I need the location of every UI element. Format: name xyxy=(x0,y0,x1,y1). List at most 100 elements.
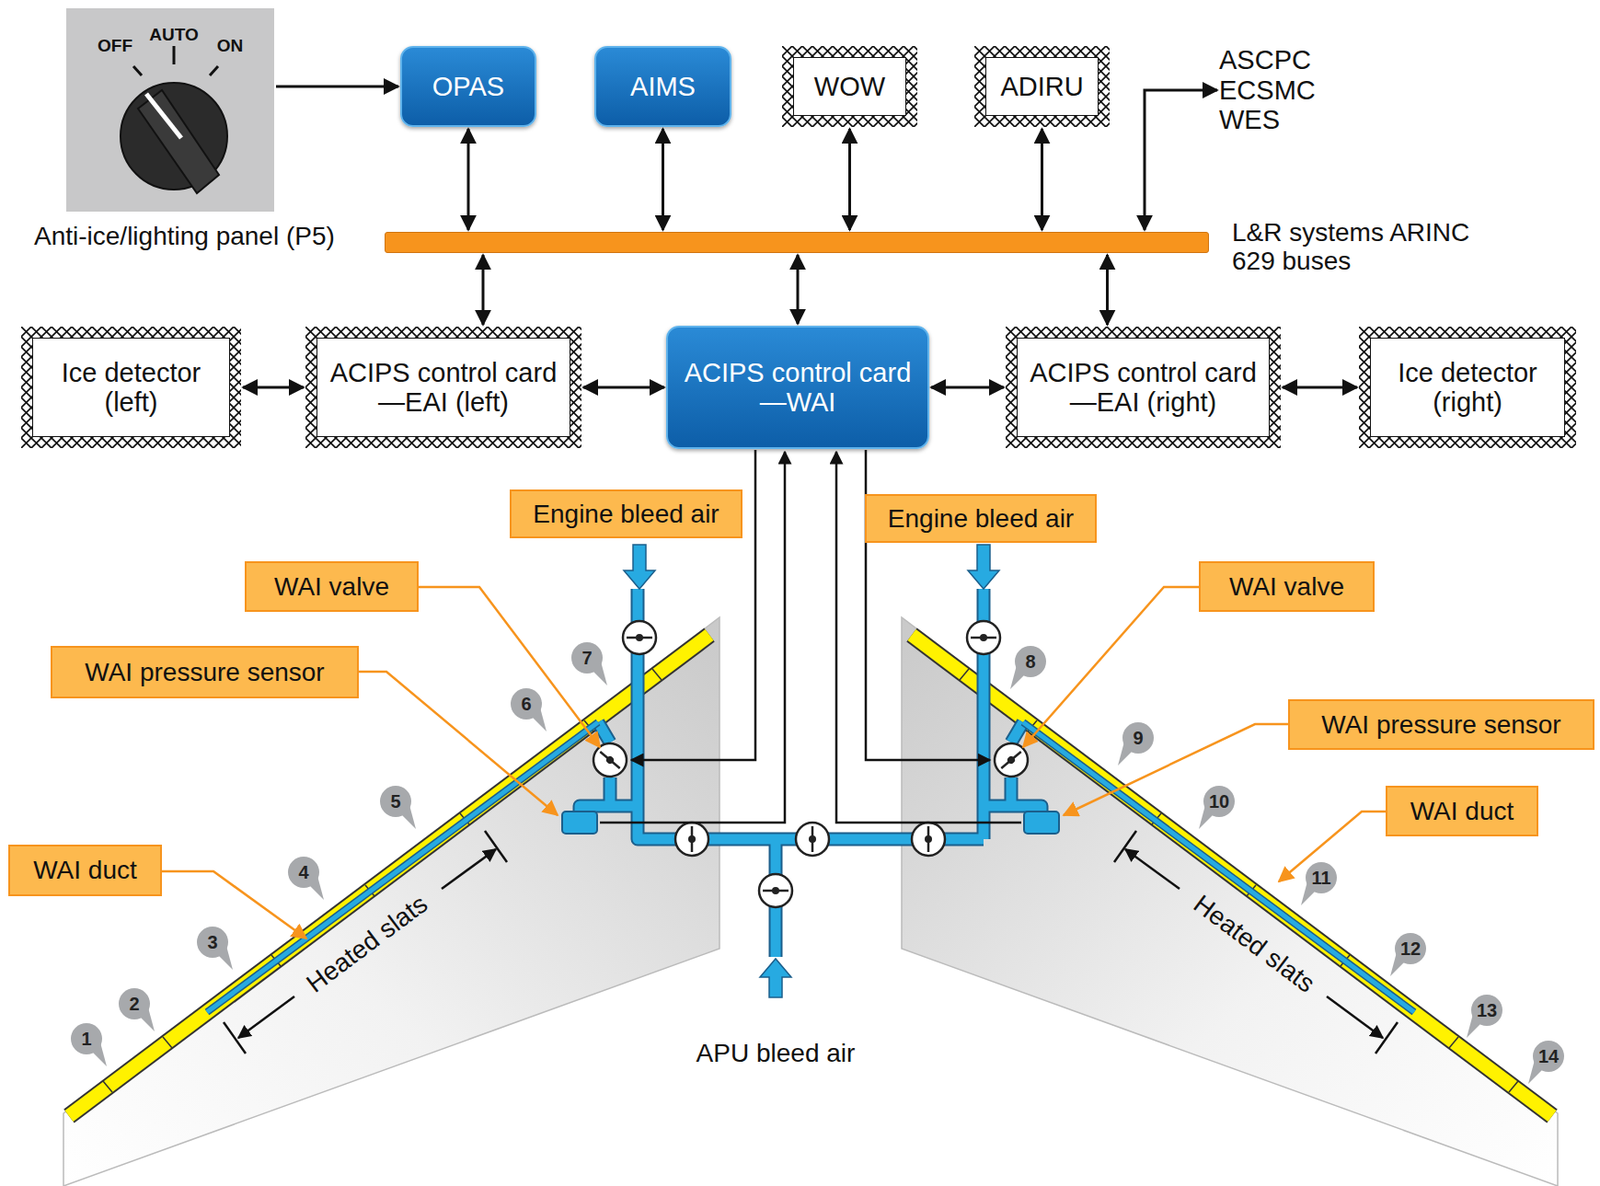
heated-slat-brackets xyxy=(1125,849,1180,889)
bus-label: L&R systems ARINC 629 buses xyxy=(1231,218,1474,277)
callout-bubble xyxy=(70,1023,103,1055)
slat-joint xyxy=(103,1081,113,1093)
callout-number: 3 xyxy=(207,932,218,954)
callout-bubble xyxy=(1532,1040,1565,1072)
slat-joint xyxy=(1449,1036,1459,1048)
callout-box: Engine bleed air xyxy=(864,494,1097,543)
valve-pivot xyxy=(1005,754,1016,765)
valve-pivot xyxy=(688,835,696,843)
slat-joint xyxy=(1508,1081,1519,1093)
valve-body xyxy=(966,621,1001,655)
valves xyxy=(587,621,1036,908)
node-text: WOW xyxy=(814,71,886,102)
callout-bubble xyxy=(571,642,603,674)
callout-number: 7 xyxy=(581,647,592,669)
callout-number: 2 xyxy=(128,993,139,1015)
node-text: ADIRU xyxy=(1000,71,1083,102)
leader-lines xyxy=(418,587,600,748)
node-text: Engine bleed air xyxy=(532,499,719,529)
callout-bubble xyxy=(196,926,229,958)
bleed-ducts xyxy=(207,588,1415,1013)
callout-bubble xyxy=(510,688,542,720)
valve-symbol xyxy=(759,874,793,908)
bus-connector xyxy=(1282,386,1358,390)
bleed-ducts xyxy=(579,588,1042,957)
node-text: WAI valve xyxy=(274,572,390,601)
bus-connector xyxy=(661,128,665,231)
valve-body xyxy=(587,736,634,784)
callout-number: 13 xyxy=(1476,1000,1497,1022)
node-text: Ice detector (left) xyxy=(42,357,220,418)
bus-connector xyxy=(583,386,665,390)
wings xyxy=(69,634,710,1117)
switch-position: AUTO xyxy=(149,24,198,45)
callout-bubble xyxy=(1394,932,1427,965)
callout-bubble xyxy=(379,785,412,818)
node-text: ACIPS control card—EAI (left) xyxy=(326,357,561,418)
callout-bubble xyxy=(118,988,150,1020)
bus-connector xyxy=(848,128,852,231)
callout-number: 9 xyxy=(1132,727,1143,749)
bus-connector xyxy=(242,386,304,390)
bus-connector xyxy=(796,254,800,324)
bleed-arrows xyxy=(623,544,656,589)
callout-box: WAI pressure sensor xyxy=(1288,699,1595,750)
callout-bubble xyxy=(1305,862,1337,894)
slat-joint xyxy=(959,668,969,680)
bleed-ducts xyxy=(579,588,1042,957)
bleed-ducts xyxy=(579,588,1042,957)
bus-connector xyxy=(467,128,471,231)
valve-symbol xyxy=(675,822,709,856)
valve-symbol xyxy=(795,822,829,856)
detector-box: Ice detector (left) xyxy=(21,326,242,449)
heated-slat-brackets xyxy=(238,996,295,1038)
valve-pivot xyxy=(604,754,615,765)
system-box: ADIRU xyxy=(974,46,1110,127)
callout-number: 4 xyxy=(298,862,309,884)
valve-pivot xyxy=(808,835,817,843)
bleed-ducts xyxy=(562,811,598,834)
heated-slat-brackets xyxy=(441,849,496,889)
wings xyxy=(69,634,710,1117)
switch-position: OFF xyxy=(97,35,133,56)
callout-bubble xyxy=(1203,785,1235,818)
valve-pivot xyxy=(924,835,933,843)
node-text: AIMS xyxy=(630,71,696,102)
control-panel xyxy=(146,93,182,139)
detector-box: Ice detector (right) xyxy=(1358,326,1577,449)
valve-symbol xyxy=(966,621,1001,655)
wings xyxy=(63,617,720,1186)
leader-lines xyxy=(1023,587,1199,748)
callout-bubble xyxy=(287,856,320,888)
system-box: OPAS xyxy=(400,46,537,127)
bleed-arrows xyxy=(623,544,1000,998)
valve-disc xyxy=(1001,751,1021,769)
control-card: ACIPS control card—EAI (left) xyxy=(305,326,582,449)
bleed-ducts xyxy=(579,588,1042,957)
callout-number: 8 xyxy=(1024,651,1036,673)
bleed-ducts xyxy=(1024,811,1059,834)
valve-symbol xyxy=(911,822,945,856)
valve-symbol xyxy=(587,736,634,784)
leader-lines xyxy=(161,587,1386,939)
control-panel: OFFAUTOONAnti-ice/lighting panel (P5) xyxy=(66,8,275,212)
callout-number: 14 xyxy=(1538,1046,1559,1068)
callout-number: 11 xyxy=(1311,867,1331,889)
node-text: OPAS xyxy=(432,71,505,102)
heated-slat-brackets xyxy=(223,830,1398,1054)
valve-body xyxy=(759,874,793,908)
callout-bubble xyxy=(1122,722,1154,754)
callout-box: WAI duct xyxy=(8,844,162,897)
source-label: APU bleed air xyxy=(696,1038,856,1069)
node-text: WAI pressure sensor xyxy=(84,657,324,687)
bleed-arrows xyxy=(759,958,792,998)
bus-connector xyxy=(931,386,1004,390)
bus-connector xyxy=(1040,128,1044,231)
control-panel xyxy=(172,46,176,65)
callout-number: 6 xyxy=(520,693,531,715)
valve-body xyxy=(675,822,709,856)
bleed-arrows xyxy=(967,544,1000,589)
callout-box: WAI valve xyxy=(244,561,419,612)
valve-pivot xyxy=(635,633,644,642)
leader-lines xyxy=(1063,724,1289,816)
